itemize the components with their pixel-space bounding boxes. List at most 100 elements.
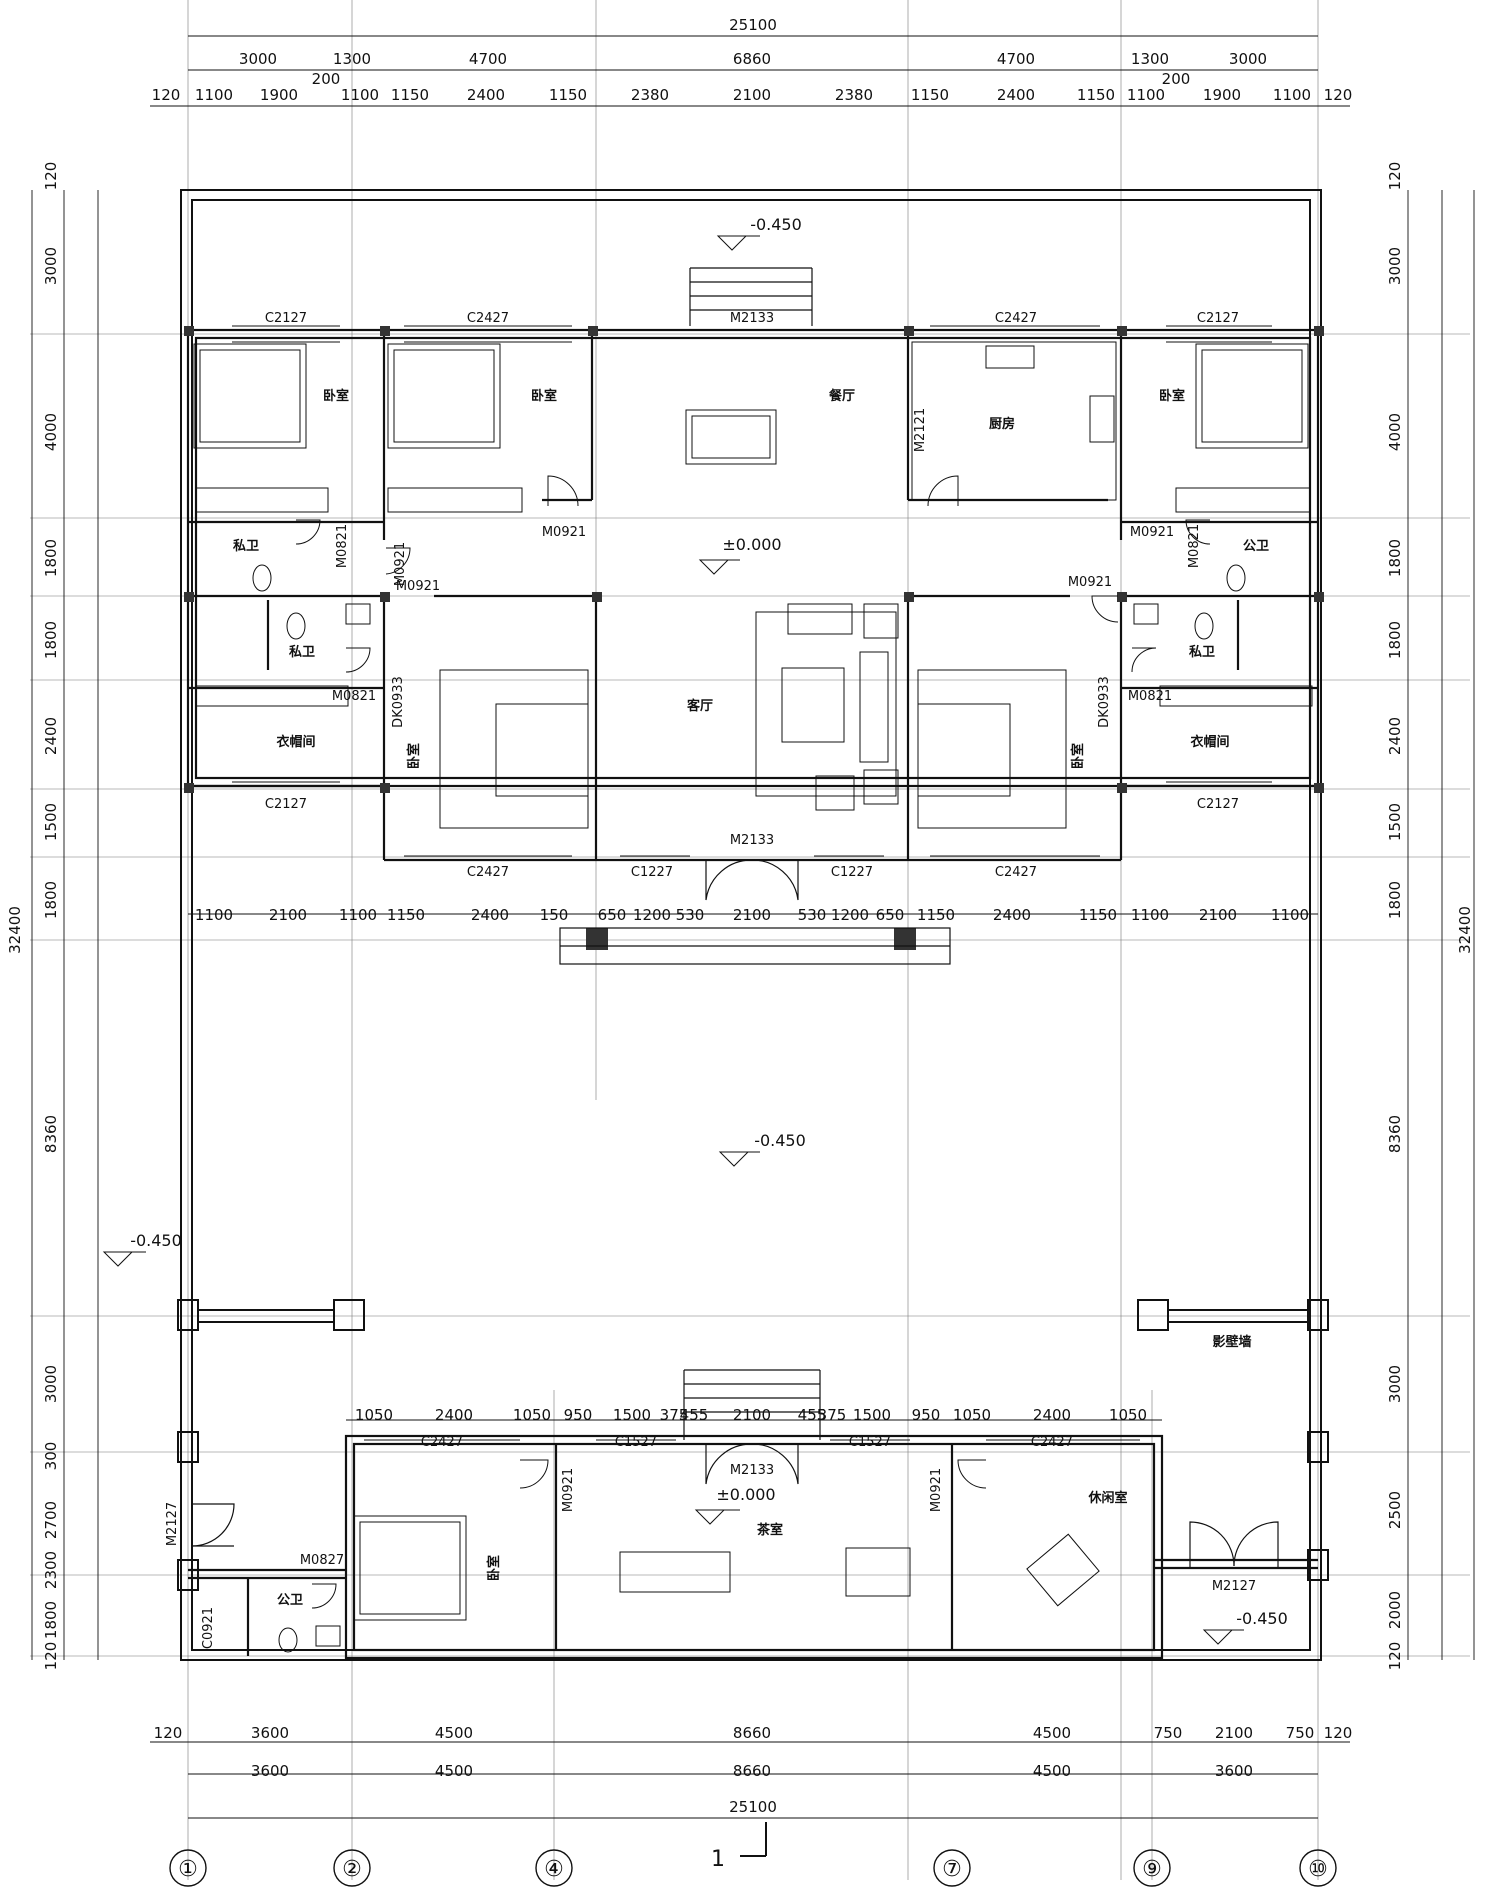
dimension-lower-row: 950 [912, 1406, 941, 1424]
dimension-top-row3: 1100 [195, 86, 233, 104]
dimension-left: 120 [42, 162, 60, 191]
yard-gate-east [1189, 1521, 1279, 1568]
dimension-top-row3: 1100 [1127, 86, 1165, 104]
room-label-bedroom: 卧室 [406, 743, 422, 769]
dimension-lower-row: 1050 [953, 1406, 991, 1424]
room-label-private-bath: 私卫 [233, 538, 259, 554]
dimension-terrace-row: 650 [876, 906, 905, 924]
elevation-markers [102, 235, 1244, 1645]
dimension-terrace-row: 530 [798, 906, 827, 924]
dimension-bottom-row1: 8660 [733, 1724, 771, 1742]
dimension-right: 1800 [1386, 539, 1404, 577]
dimension-terrace-row: 2400 [993, 906, 1031, 924]
room-label-private-bath: 私卫 [289, 644, 315, 660]
dimension-bottom-row2: 4500 [435, 1762, 473, 1780]
dimension-bottom-row2: 3600 [251, 1762, 289, 1780]
elevation-label: -0.450 [130, 1231, 182, 1250]
dimension-right: 120 [1386, 1642, 1404, 1671]
window-marks [232, 325, 1272, 1441]
dimension-bottom-row2: 4500 [1033, 1762, 1071, 1780]
door-label: M0827 [300, 1553, 344, 1568]
window-label: C2427 [421, 1435, 463, 1450]
dimension-terrace-row: 2100 [1199, 906, 1237, 924]
dimension-left: 1800 [42, 881, 60, 919]
door-label: M0921 [393, 542, 408, 586]
dimension-top-row3: 1900 [260, 86, 298, 104]
dimension-top-row3: 200 [312, 70, 341, 88]
dimension-top-overall: 25100 [729, 16, 777, 34]
door-label: M2133 [730, 311, 774, 326]
dimension-top-row3: 1150 [1077, 86, 1115, 104]
door-label: DK0933 [1097, 676, 1112, 728]
window-label: C2127 [265, 311, 307, 326]
dimension-right: 2000 [1386, 1591, 1404, 1629]
dimension-terrace-row: 650 [598, 906, 627, 924]
axis-label: ⑦ [942, 1857, 962, 1882]
dimension-bottom-row1: 3600 [251, 1724, 289, 1742]
room-label-public-bath: 公卫 [1243, 539, 1269, 554]
room-label-bedroom: 卧室 [486, 1555, 502, 1581]
dimension-terrace-row: 2100 [269, 906, 307, 924]
dimension-terrace-row: 1150 [1079, 906, 1117, 924]
axis-label: ② [342, 1857, 362, 1882]
dimension-left: 2400 [42, 717, 60, 755]
tea-room-tables [619, 1533, 1100, 1607]
dimension-terrace-row: 2100 [733, 906, 771, 924]
dimension-top-row2: 1300 [333, 50, 371, 68]
dimension-right: 3000 [1386, 247, 1404, 285]
window-label: C2427 [995, 311, 1037, 326]
main-entrance-door [705, 859, 799, 901]
bed-furniture [193, 343, 1309, 1621]
dimension-terrace-row: 1100 [339, 906, 377, 924]
door-label: M0921 [542, 525, 586, 540]
dimension-bottom-row1: 2100 [1215, 1724, 1253, 1742]
dimension-top-row3: 120 [1324, 86, 1353, 104]
window-label: C1527 [615, 1435, 657, 1450]
door-label: M0921 [1130, 525, 1174, 540]
bathroom-fixtures [252, 564, 1246, 1653]
door-label: M2133 [730, 1463, 774, 1478]
dimension-top-row3: 1100 [1273, 86, 1311, 104]
dimension-lower-row: 455 [798, 1406, 827, 1424]
dimension-terrace-row: 1200 [633, 906, 671, 924]
dimension-top-row2: 4700 [469, 50, 507, 68]
dimension-bottom-row2: 3600 [1215, 1762, 1253, 1780]
dimension-terrace-row: 1150 [387, 906, 425, 924]
dimension-top-row3: 1100 [341, 86, 379, 104]
dimension-bottom-row1: 120 [1324, 1724, 1353, 1742]
door-label: M2121 [913, 408, 928, 452]
dining-table [685, 409, 777, 465]
room-label-bedroom: 卧室 [1070, 743, 1086, 769]
window-label: C1227 [831, 865, 873, 880]
structural-columns [184, 326, 1324, 950]
door-label: M0821 [1128, 689, 1172, 704]
window-label: C2127 [265, 797, 307, 812]
room-label-private-bath: 私卫 [1189, 644, 1215, 660]
door-label: M0821 [1187, 524, 1202, 568]
dimension-lower-row: 2100 [733, 1406, 771, 1424]
dimension-left: 2300 [42, 1551, 60, 1589]
dimension-top-row2: 3000 [239, 50, 277, 68]
axis-label: ④ [544, 1857, 564, 1882]
dimension-right: 4000 [1386, 413, 1404, 451]
axis-label: ① [178, 1857, 198, 1882]
window-label: C2127 [1197, 311, 1239, 326]
dimension-left: 4000 [42, 413, 60, 451]
elevation-label: -0.450 [750, 215, 802, 234]
dimension-left: 3000 [42, 1365, 60, 1403]
dimension-lower-row: 375 [818, 1406, 847, 1424]
dimension-top-row3: 2400 [997, 86, 1035, 104]
window-label: C1527 [849, 1435, 891, 1450]
dimension-lower-row: 375 [660, 1406, 689, 1424]
window-label: C2127 [1197, 797, 1239, 812]
dimension-top-row3: 200 [1162, 70, 1191, 88]
wardrobes [195, 487, 1313, 707]
dimension-left: 300 [42, 1442, 60, 1471]
axis-label: ⑨ [1142, 1857, 1162, 1882]
dimension-right: 2500 [1386, 1491, 1404, 1529]
dimension-bottom-overall: 25100 [729, 1798, 777, 1816]
dimension-right: 3000 [1386, 1365, 1404, 1403]
dimension-top-row2: 4700 [997, 50, 1035, 68]
door-label: M0921 [929, 1468, 944, 1512]
